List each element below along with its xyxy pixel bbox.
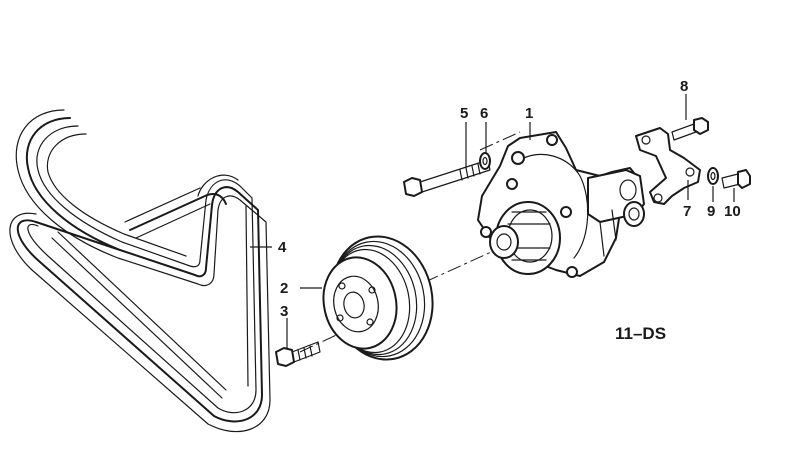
label-part-7: 7 [683, 203, 691, 220]
label-part-9: 9 [707, 203, 715, 220]
washer-9 [707, 167, 719, 185]
bracket-bolt [671, 117, 709, 141]
leader-lines [250, 94, 735, 348]
long-mounting-bolt [403, 159, 491, 197]
label-part-1: 1 [525, 105, 533, 122]
power-steering-pump [477, 131, 645, 278]
label-part-5: 5 [460, 105, 468, 122]
drive-belt [9, 109, 271, 433]
support-bracket [635, 127, 701, 205]
label-part-3: 3 [280, 303, 288, 320]
callout-labels: 1 2 3 4 5 6 7 8 9 10 11–DS [278, 78, 741, 343]
label-part-2: 2 [280, 280, 288, 297]
diagram-reference-code: 11–DS [615, 324, 666, 343]
label-part-10: 10 [724, 203, 741, 220]
short-bolt [721, 169, 751, 189]
label-part-4: 4 [278, 239, 287, 256]
washer-6 [479, 152, 491, 170]
label-part-6: 6 [480, 105, 488, 122]
pulley [322, 235, 434, 361]
label-part-8: 8 [680, 78, 688, 95]
pulley-bolt [275, 341, 321, 367]
